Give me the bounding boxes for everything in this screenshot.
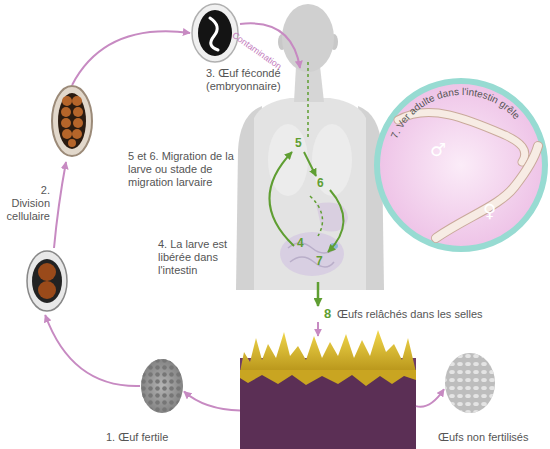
cycle-arrow: [45, 315, 140, 386]
egg-shell: [192, 4, 238, 62]
egg-shell: [27, 251, 67, 311]
egg-bumps: [141, 359, 183, 413]
unfertilized-egg: [445, 353, 495, 413]
lung: [312, 124, 352, 196]
worm-outline: [398, 112, 525, 162]
inset-title: 7. Ver adulte dans l'intestin grêle: [389, 86, 523, 140]
cycle-arrow: [54, 162, 66, 248]
stage-label: Œufs non fertilisés: [438, 431, 528, 444]
feces-grass: [240, 330, 416, 372]
egg-shell: [52, 86, 92, 156]
cycle-arrow: [72, 31, 190, 85]
egg-cell: [73, 118, 83, 128]
sex-symbol: ♀: [483, 201, 496, 221]
callout-number: 7: [316, 254, 323, 268]
egg-cell: [62, 96, 72, 106]
egg-inside: [32, 259, 62, 303]
migration-arrow: [269, 152, 294, 246]
egg-shell: [141, 359, 183, 413]
eight-cell-egg: [52, 86, 92, 156]
egg-shell: [445, 353, 495, 413]
stage-note: 4. La larve est libérée dans l'intestin: [158, 238, 236, 277]
egg-inside: [58, 93, 86, 149]
human-head: [282, 4, 334, 72]
sex-symbol: ♂: [430, 140, 446, 160]
egg-cell: [61, 118, 71, 128]
callout-number: 6: [317, 176, 324, 190]
migration-arrow: [328, 190, 344, 252]
fertile-egg: [141, 359, 183, 413]
egg-inside: [198, 10, 232, 56]
female-worm: [436, 146, 538, 238]
intestine-loop: [288, 243, 336, 267]
inset-circle: [377, 81, 545, 249]
soil-block: [240, 358, 416, 449]
male-worm: [398, 112, 525, 162]
output-arrow: [317, 282, 320, 306]
human-node: 5 6 47: [240, 68, 390, 282]
egg-stage-node: 2. Division cellulaire: [2, 85, 98, 315]
egg-stage-node: 1. Œuf fertile: [140, 358, 184, 414]
stage-label: 3. Œuf fécondé (embryonnaire): [206, 67, 306, 93]
egg-cell: [38, 263, 56, 281]
worm-outline: [436, 146, 538, 238]
larva: [210, 18, 218, 50]
migration-arrow: [304, 152, 316, 176]
lung: [268, 124, 308, 196]
egg-cell: [61, 107, 71, 117]
cycle-arrow: [184, 392, 240, 411]
callout-number: 4: [297, 236, 304, 250]
edge-label: Contamination: [230, 30, 284, 72]
egg-cell: [73, 107, 83, 117]
callout-number: 5: [295, 136, 302, 150]
embryonated-egg: [192, 4, 238, 62]
inset-title: 7. Ver adulte dans l'intestin grêle: [389, 86, 523, 140]
egg-stage-node: Œufs non fertilisés: [444, 352, 496, 414]
ingestion-path: [307, 62, 309, 140]
soil-node: 8Œufs relâchés dans les selles: [240, 306, 416, 449]
egg-cell: [38, 281, 56, 299]
inset-title-layer: 7. Ver adulte dans l'intestin grêle: [377, 79, 547, 251]
callout-number: 8: [324, 307, 331, 321]
egg-cell: [62, 129, 72, 139]
stage-label: 2. Division cellulaire: [2, 184, 50, 223]
stage-note: 5 et 6. Migration de la larve ou stade d…: [128, 150, 234, 189]
stage-label: 1. Œuf fertile: [106, 431, 168, 444]
human-torso: [254, 98, 366, 290]
intestine: [280, 232, 344, 276]
cycle-arrow: [416, 389, 444, 407]
ingestion-path: [310, 196, 323, 236]
adult-worm-inset: [377, 81, 545, 249]
feces-overhang: [240, 370, 416, 386]
egg-cell: [72, 96, 82, 106]
inset-node: 7. Ver adulte dans l'intestin grêle♂ ♀: [377, 79, 547, 251]
drop-arrow: [317, 322, 319, 336]
egg-bumps: [445, 353, 495, 413]
egg-cell: [72, 129, 82, 139]
egg-cell: [68, 139, 76, 147]
stage-label: Œufs relâchés dans les selles: [337, 308, 483, 321]
soil: [240, 322, 416, 449]
